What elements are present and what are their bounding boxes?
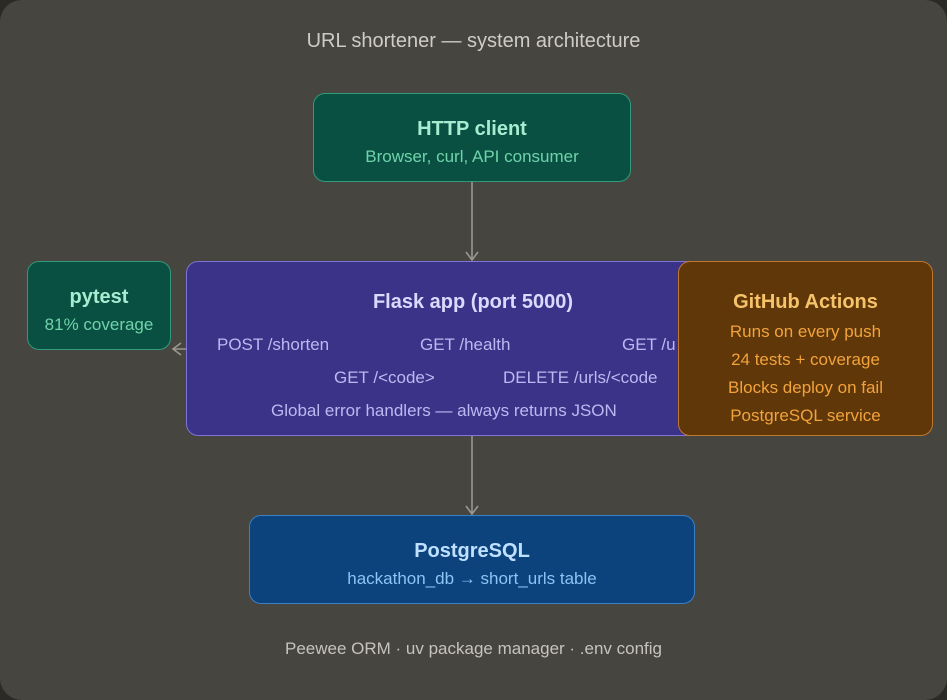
endpoint: GET /health [420, 335, 511, 354]
endpoint: GET /u [622, 335, 676, 354]
node-title: HTTP client [417, 118, 527, 140]
diagram-footer: Peewee ORM · uv package manager · .env c… [284, 639, 663, 658]
node-title: Flask app (port 5000) [372, 291, 574, 313]
diagram-title: URL shortener — system architecture [306, 30, 641, 52]
node-title: PostgreSQL [414, 540, 530, 562]
node-postgresql: PostgreSQL hackathon_db → short_urls tab… [249, 515, 695, 604]
node-subtitle: Browser, curl, API consumer [365, 147, 579, 166]
node-title: GitHub Actions [733, 291, 878, 313]
node-subtitle: hackathon_db → short_urls table [347, 569, 597, 588]
gha-item: PostgreSQL service [730, 406, 881, 425]
flask-note: Global error handlers — always returns J… [271, 401, 617, 420]
node-http-client: HTTP client Browser, curl, API consumer [313, 93, 631, 182]
node-items: Runs on every push 24 tests + coverage B… [679, 321, 932, 427]
endpoint: DELETE /urls/<code [503, 368, 658, 387]
node-pytest: pytest 81% coverage [27, 261, 171, 350]
node-flask-app: Flask app (port 5000) POST /shorten GET … [186, 261, 766, 436]
arrow-client-to-flask [465, 182, 479, 262]
arrow-flask-to-pytest [171, 342, 186, 356]
endpoint: GET /<code> [334, 368, 435, 387]
node-github-actions: GitHub Actions Runs on every push 24 tes… [678, 261, 933, 436]
gha-item: Runs on every push [729, 322, 882, 341]
arrow-flask-to-postgres [465, 436, 479, 516]
endpoint: POST /shorten [217, 335, 330, 354]
node-title: pytest [69, 286, 129, 308]
gha-item: Blocks deploy on fail [728, 378, 883, 397]
gha-item: 24 tests + coverage [731, 350, 880, 369]
node-subtitle: 81% coverage [44, 315, 154, 334]
